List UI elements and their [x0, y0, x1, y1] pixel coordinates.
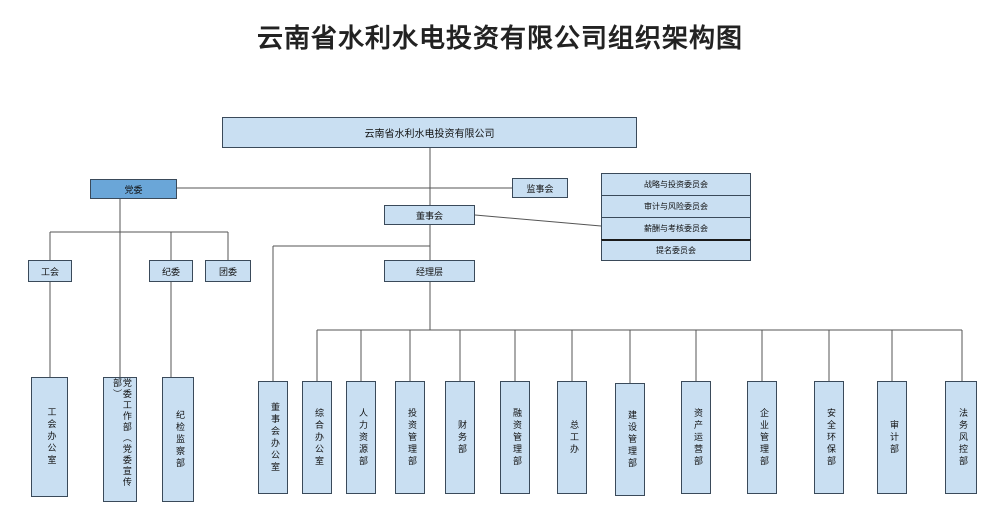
- party-committee-node: 党委: [90, 179, 177, 199]
- committee-strategy: 战略与投资委员会: [601, 173, 751, 195]
- dept-investment: 投资管理部: [395, 381, 425, 494]
- dept-label: 总工办: [567, 419, 578, 456]
- dept-label: 安全环保部: [824, 407, 835, 468]
- dept-label: 融资管理部: [510, 407, 521, 468]
- dept-label: 法务风控部: [956, 407, 967, 468]
- union-office-label: 工会办公室: [45, 407, 56, 467]
- discipline-dept-label: 纪检监察部: [173, 409, 184, 470]
- dept-construction: 建设管理部: [615, 383, 645, 496]
- youth-league-node: 团委: [205, 260, 251, 282]
- dept-label: 资产运营部: [691, 407, 702, 468]
- committee-compensation: 薪酬与考核委员会: [601, 217, 751, 239]
- dept-legal-risk: 法务风控部: [945, 381, 977, 494]
- dept-general-office: 综合办公室: [302, 381, 332, 494]
- dept-asset-operation: 资产运营部: [681, 381, 711, 494]
- supervisory-board-node: 监事会: [512, 178, 568, 198]
- management-node: 经理层: [384, 260, 475, 282]
- dept-financing: 融资管理部: [500, 381, 530, 494]
- dept-label: 建设管理部: [625, 409, 636, 470]
- committee-nomination: 提名委员会: [601, 239, 751, 261]
- dept-label: 企业管理部: [757, 407, 768, 468]
- dept-chief-engineer-office: 总工办: [557, 381, 587, 494]
- dept-finance: 财务部: [445, 381, 475, 494]
- company-node: 云南省水利水电投资有限公司: [222, 117, 637, 148]
- dept-audit: 审计部: [877, 381, 907, 494]
- party-work-dept-node: 党委工作部（党委宣传部）: [103, 377, 137, 502]
- dept-label: 人力资源部: [356, 407, 367, 468]
- dept-label: 审计部: [887, 419, 898, 456]
- union-node: 工会: [28, 260, 72, 282]
- dept-label: 投资管理部: [405, 407, 416, 468]
- dept-board-office: 董事会办公室: [258, 381, 288, 494]
- dept-enterprise-management: 企业管理部: [747, 381, 777, 494]
- board-committees: 战略与投资委员会 审计与风险委员会 薪酬与考核委员会 提名委员会: [601, 173, 751, 261]
- union-office-node: 工会办公室: [31, 377, 68, 497]
- party-work-dept-label: 党委工作部（党委宣传部）: [111, 378, 131, 488]
- discipline-node: 纪委: [149, 260, 193, 282]
- dept-label: 财务部: [455, 419, 466, 456]
- discipline-dept-node: 纪检监察部: [162, 377, 194, 502]
- dept-label: 综合办公室: [312, 407, 323, 468]
- dept-human-resources: 人力资源部: [346, 381, 376, 494]
- dept-label: 董事会办公室: [268, 401, 279, 474]
- page-title: 云南省水利水电投资有限公司组织架构图: [256, 24, 743, 54]
- board-node: 董事会: [384, 205, 475, 225]
- committee-audit: 审计与风险委员会: [601, 195, 751, 217]
- dept-safety-environment: 安全环保部: [814, 381, 844, 494]
